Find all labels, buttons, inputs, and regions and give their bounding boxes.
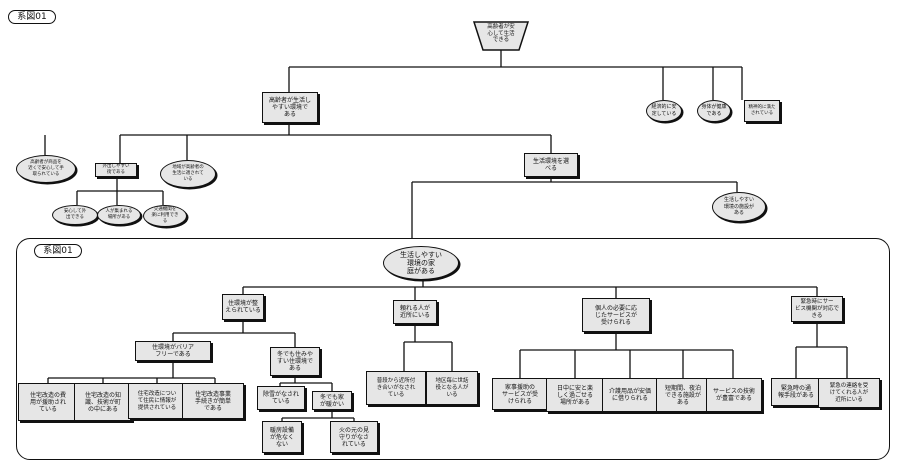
node-shopping: 高齢者が商品を 近くで安心して手 取られている <box>16 155 76 183</box>
node-short-stay: 短期間、夜泊 できる施設が ある <box>656 378 710 412</box>
node-root-goal: 高齢者が安 心して生活 できる <box>487 24 515 44</box>
node-neighbor-help: 頼れる人が 近所にいる <box>393 300 437 324</box>
node-easy-environment: 生活しやすい 環境の施設が ある <box>712 192 766 222</box>
node-personal-service: 個人の必要に応 じたサービスが 受けられる <box>582 298 650 332</box>
node-snow-removal: 除雪がなされ ている <box>257 386 305 410</box>
node-barrier-free: 住環境がバリア フリーである <box>135 341 211 361</box>
node-renovation-knowledge: 住宅改造の知 識、技術が町 の中にある <box>74 383 132 421</box>
node-fire-watch: 火の元の見 守りがなさ れている <box>330 421 378 453</box>
node-health: 身体が健康 である <box>697 100 731 122</box>
node-economic: 経済的に安 定している <box>646 100 682 122</box>
node-housework-service: 家事援助の サービスが受 けられる <box>492 378 548 410</box>
node-safe-outing: 安心して外 出できる <box>52 205 98 225</box>
node-choose-environment: 生活環境を選 べる <box>524 153 578 177</box>
node-safe-heater: 暖房設備 が危なく ない <box>262 421 302 453</box>
node-district-helper: 地区毎に世話 役となる人が いる <box>426 371 478 405</box>
node-service-skill: サービスの技術 が豊富である <box>706 378 762 412</box>
node-emergency-report: 緊急時の通 報手段がある <box>771 378 821 406</box>
node-bottom-root: 生活しやすい 環境の家 庭がある <box>383 246 459 280</box>
node-emergency: 緊急時にサー ビス機関が対応で きる <box>791 296 843 322</box>
node-easy-outing: 外出しやすい 街である <box>95 163 137 177</box>
node-housing-ready: 住環境が整 えられている <box>222 294 264 320</box>
node-warm-house: 冬でも家 が暖かい <box>312 391 352 410</box>
node-community-fit: 地域が高齢者の 生活に適されて いる <box>160 160 216 188</box>
subtree-frame <box>16 238 890 460</box>
node-living-environment: 高齢者が生活し やすい環境で ある <box>262 92 318 123</box>
node-traffic: 交通機関を 楽に利用でき る <box>143 205 187 227</box>
node-daytime-place: 日中に安と楽 しく過ごせる 場所がある <box>546 378 604 412</box>
node-renovation-info: 住宅改造につい て住民に情報が 提供されている <box>128 383 186 419</box>
node-gathering-place: 人が集まれる 場所がある <box>97 205 141 225</box>
node-winter-living: 冬でも住みや すい住環境で ある <box>270 347 320 376</box>
node-renovation-cost: 住宅改造の費 用が援助され ている <box>18 383 78 421</box>
diagram-label-bottom: 系図01 <box>34 244 82 258</box>
diagram-label-top: 系図01 <box>8 10 56 24</box>
node-renovation-procedure: 住宅改造事業 手続きが簡単 である <box>182 383 244 419</box>
node-neighborhood-relations: 普段から近所付 き合いがなされ ている <box>366 371 426 405</box>
node-care-goods: 介護用品が安価 に借りられる <box>602 378 658 412</box>
root-trapezoid-shape <box>472 21 530 51</box>
node-emergency-contact: 緊急の連絡を受 けてくれる人が 近所にいる <box>818 378 880 408</box>
node-mental: 精神的に満た されている <box>744 100 780 122</box>
